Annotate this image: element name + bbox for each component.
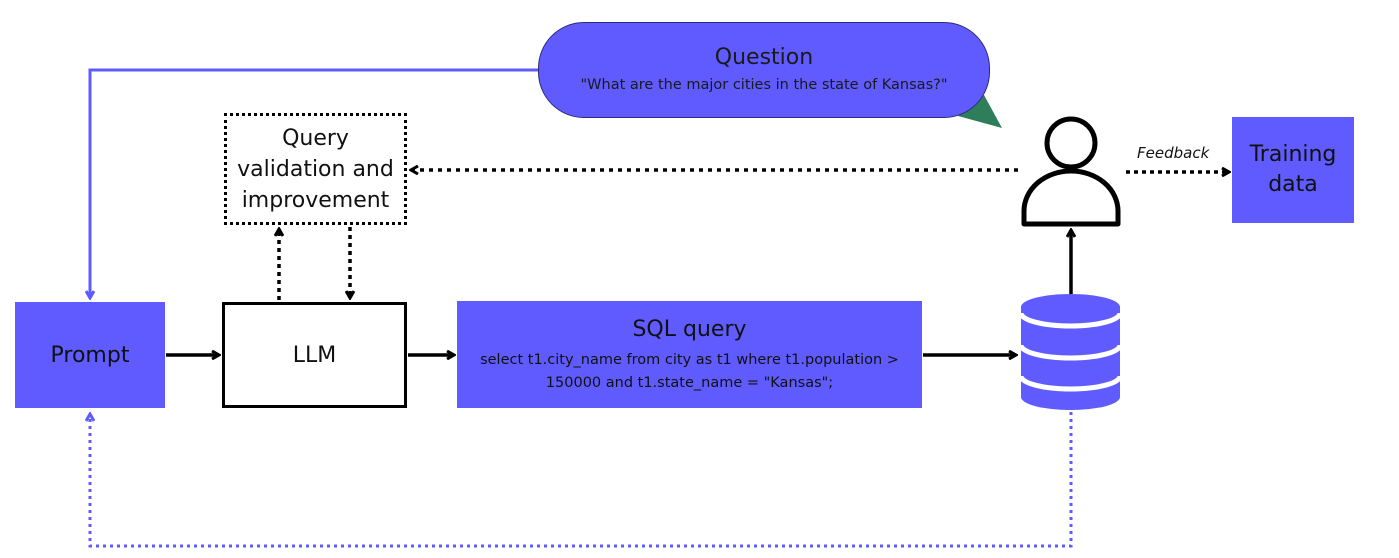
query-validation-box: Query validation and improvement [224, 113, 407, 225]
validation-line-2: validation and [237, 156, 394, 182]
validation-line-1: Query [282, 125, 349, 151]
sql-code-line-2: 150000 and t1.state_name = "Kansas"; [545, 374, 834, 391]
question-text: "What are the major cities in the state … [580, 77, 948, 93]
question-bubble: Question "What are the major cities in t… [538, 22, 990, 118]
sql-title: SQL query [632, 316, 747, 342]
feedback-label: Feedback [1137, 144, 1210, 162]
prompt-label: Prompt [50, 342, 130, 368]
llm-label: LLM [292, 342, 337, 368]
database-icon [1018, 294, 1123, 410]
database-to-prompt-loop-arrow [90, 412, 1073, 548]
training-line-2: data [1268, 172, 1318, 197]
llm-box: LLM [222, 302, 407, 408]
bubble-tail [958, 95, 1002, 128]
sql-code-line-1: select t1.city_name from city as t1 wher… [480, 351, 899, 368]
prompt-box: Prompt [15, 302, 165, 408]
question-title: Question [714, 45, 814, 70]
training-data-box: Training data [1232, 117, 1354, 223]
validation-line-3: improvement [241, 187, 390, 213]
user-icon [1021, 116, 1121, 227]
training-line-1: Training [1249, 142, 1337, 167]
question-to-prompt-arrow [90, 68, 540, 298]
sql-query-box: SQL query select t1.city_name from city … [457, 301, 922, 408]
